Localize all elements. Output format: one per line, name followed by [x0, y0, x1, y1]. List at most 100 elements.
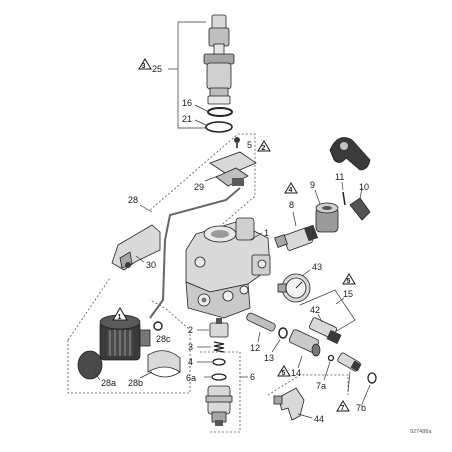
part-9-coupling — [315, 202, 339, 233]
group-outline-28-left — [67, 277, 111, 341]
part-10-lever — [329, 137, 371, 221]
callout-4: 4 — [188, 357, 193, 367]
svg-text:5: 5 — [282, 370, 286, 377]
part-12-tube — [246, 312, 276, 332]
part-13-ring — [278, 327, 288, 339]
leader-11 — [341, 181, 344, 191]
part-11-pin — [342, 191, 346, 206]
leader-30 — [135, 255, 145, 263]
callout-16: 16 — [182, 98, 192, 108]
group-outline-15 — [299, 289, 356, 336]
part-21-ring — [205, 121, 233, 133]
svg-text:1: 1 — [118, 314, 122, 321]
callout-2: 2 — [188, 325, 193, 335]
part-29-plate — [209, 151, 257, 187]
leader-13 — [271, 339, 281, 353]
part-25-cartridge — [203, 14, 235, 105]
leader-14 — [297, 355, 303, 369]
part-28-motor — [99, 314, 151, 361]
part-5-screw — [234, 137, 240, 148]
part-6-valve — [205, 385, 233, 426]
part-7a-ring — [327, 354, 335, 362]
part-16-oring — [207, 107, 233, 117]
leader-16 — [194, 104, 208, 112]
part-1-pump-body — [185, 217, 271, 319]
callout-42: 42 — [310, 305, 320, 315]
callout-21: 21 — [182, 114, 192, 124]
part-4-oring — [212, 358, 226, 366]
part-28a-disc — [77, 350, 103, 380]
part-28b-sleeve — [147, 350, 181, 378]
callout-1: 1 — [264, 228, 269, 238]
callout-25: 25 — [152, 64, 162, 74]
leader-29 — [204, 175, 219, 182]
leader-21 — [194, 119, 207, 126]
leader-44 — [297, 413, 313, 419]
callout-28c: 28c — [156, 334, 171, 344]
leader-12 — [257, 331, 261, 343]
leader-28b — [139, 371, 153, 379]
leader-7a — [323, 361, 331, 381]
warning-triangle-7: 7 — [336, 400, 350, 412]
callout-10: 10 — [359, 182, 369, 192]
leader-9 — [314, 189, 321, 205]
callout-11: 11 — [335, 172, 344, 182]
leader-7b — [361, 384, 371, 405]
part-3-spring — [213, 341, 225, 353]
callout-7a: 7a — [316, 381, 326, 391]
part-2-cap — [209, 318, 229, 338]
callout-12: 12 — [250, 343, 260, 353]
callout-5: 5 — [247, 140, 252, 150]
leader-28 — [139, 204, 153, 213]
warning-triangle-1: 1 — [112, 307, 128, 321]
leader-10 — [359, 187, 363, 200]
group-outline-44 — [267, 374, 349, 396]
callout-28b: 28b — [128, 378, 143, 388]
callout-28a: 28a — [101, 378, 116, 388]
bracket-25 — [177, 21, 206, 129]
svg-text:2: 2 — [262, 145, 266, 152]
callout-44: 44 — [314, 414, 324, 424]
leader-15 — [335, 297, 345, 305]
part-7-valve — [337, 352, 362, 372]
callout-6: 6 — [250, 372, 255, 382]
warning-triangle-5a: 5 — [342, 273, 356, 285]
part-6a-ring — [211, 373, 227, 381]
callout-7b: 7b — [356, 403, 366, 413]
svg-text:7: 7 — [341, 405, 345, 412]
callout-6a: 6a — [186, 373, 196, 383]
leader-43 — [301, 269, 311, 277]
part-7b-ring — [367, 372, 377, 384]
leader-7 — [347, 371, 351, 393]
callout-14: 14 — [291, 368, 301, 378]
callout-8: 8 — [289, 200, 294, 210]
warning-triangle-4: 4 — [284, 182, 298, 194]
warning-triangle-2: 2 — [257, 140, 271, 152]
reference-code: 927488a — [410, 429, 432, 435]
callout-13: 13 — [264, 353, 274, 363]
svg-text:4: 4 — [289, 187, 293, 194]
group-outline-6 — [200, 351, 241, 433]
callout-15: 15 — [343, 289, 353, 299]
part-44-elbow — [273, 387, 305, 421]
leader-28a — [94, 372, 101, 381]
warning-triangle-3: 3 — [138, 58, 152, 70]
warning-triangle-5b: 5 — [277, 365, 291, 377]
part-30-bracket — [111, 224, 161, 271]
part-28c-ring — [153, 321, 163, 331]
group-outline-28 — [149, 133, 256, 242]
group-outline-28-lower — [67, 299, 191, 394]
callout-43: 43 — [312, 262, 322, 272]
leader-1 — [249, 232, 263, 241]
callout-29: 29 — [194, 182, 204, 192]
part-14-fitting — [288, 329, 321, 357]
svg-text:5: 5 — [347, 278, 351, 285]
leader-8 — [292, 211, 297, 227]
callout-30: 30 — [146, 260, 156, 270]
leader-42 — [317, 313, 323, 323]
part-8-fitting — [274, 224, 319, 251]
part-43-gauge — [277, 273, 311, 303]
callout-9: 9 — [310, 180, 315, 190]
callout-3: 3 — [188, 342, 193, 352]
